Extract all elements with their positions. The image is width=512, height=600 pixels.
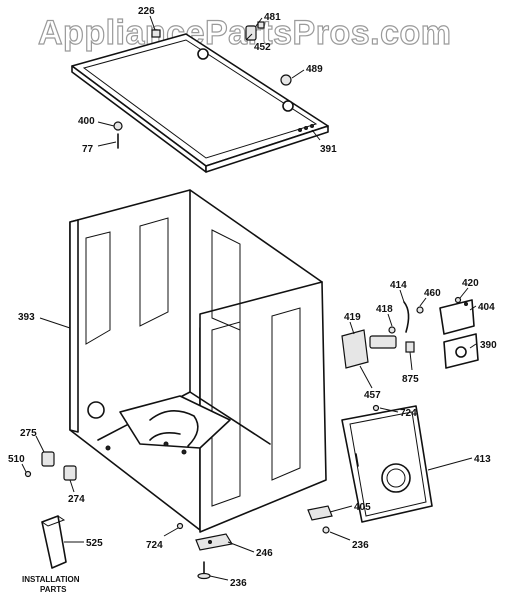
callout-labels: 226 481 452 489 400 77 391 393 414 420 4… [8, 6, 497, 589]
installation-parts-label: INSTALLATION PARTS [22, 575, 80, 594]
callout-460: 460 [424, 288, 441, 299]
callout-404: 404 [478, 302, 495, 313]
callout-77: 77 [82, 144, 94, 155]
callout-875: 875 [402, 374, 419, 385]
installation-label-line2: PARTS [40, 585, 67, 594]
bottom-parts [176, 505, 333, 580]
callout-226: 226 [138, 6, 155, 17]
callout-481: 481 [264, 12, 281, 23]
callout-420: 420 [462, 278, 479, 289]
top-panel-fasteners [113, 21, 292, 149]
callout-724-lower: 724 [146, 540, 163, 551]
callout-400: 400 [78, 116, 95, 127]
callout-724-upper: 724 [400, 408, 417, 419]
watermark-text: AppliancePartsPros.com [38, 14, 451, 52]
callout-457: 457 [364, 390, 381, 401]
callout-452: 452 [254, 42, 271, 53]
callout-413: 413 [474, 454, 491, 465]
callout-418: 418 [376, 304, 393, 315]
wire-harness-parts [341, 296, 479, 369]
lower-left-parts [24, 451, 77, 569]
callout-414: 414 [390, 280, 407, 291]
callout-236-lower: 236 [230, 578, 247, 589]
installation-label-line1: INSTALLATION [22, 575, 80, 584]
callout-405: 405 [354, 502, 371, 513]
callout-236-right: 236 [352, 540, 369, 551]
callout-419: 419 [344, 312, 361, 323]
callout-525: 525 [86, 538, 103, 549]
top-panel-391 [71, 33, 329, 173]
callout-390: 390 [480, 340, 497, 351]
callout-489: 489 [306, 64, 323, 75]
leader-lines [21, 15, 477, 581]
callout-391: 391 [320, 144, 337, 155]
callout-246: 246 [256, 548, 273, 559]
callout-393: 393 [18, 312, 35, 323]
cabinet-393 [69, 189, 327, 533]
callout-274: 274 [68, 494, 85, 505]
callout-275: 275 [20, 428, 37, 439]
callout-510: 510 [8, 454, 25, 465]
